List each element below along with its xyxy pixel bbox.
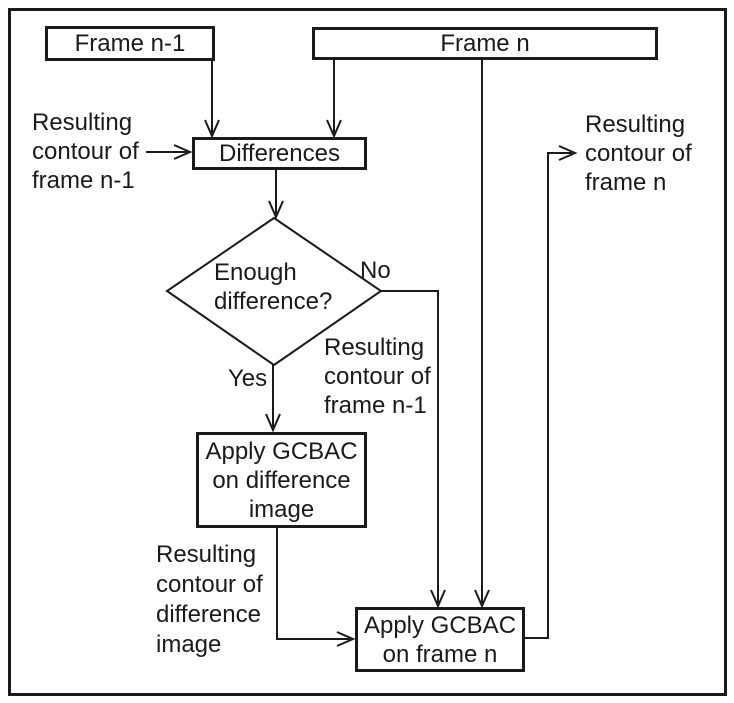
edge-diff-image-to-apply-frame bbox=[276, 528, 350, 640]
node-apply-gcbac-frame-label: Apply GCBAC on frame n bbox=[363, 611, 517, 668]
node-apply-gcbac-difference-label: Apply GCBAC on difference image bbox=[205, 437, 358, 523]
arrowhead-down-icon bbox=[265, 413, 281, 433]
node-frame-n: Frame n bbox=[312, 27, 658, 60]
node-differences: Differences bbox=[192, 137, 367, 170]
diagram-border bbox=[8, 8, 727, 696]
arrowhead-right-icon bbox=[336, 631, 356, 647]
node-apply-gcbac-difference: Apply GCBAC on difference image bbox=[196, 432, 367, 528]
decision-label: Enough difference? bbox=[214, 259, 333, 315]
label-resulting-contour-frame-n-1-no-branch: Resulting contour of frame n-1 bbox=[324, 334, 431, 419]
arrowhead-right-icon bbox=[173, 144, 193, 160]
arrowhead-down-icon bbox=[430, 589, 446, 609]
arrowhead-down-icon bbox=[474, 589, 490, 609]
label-resulting-contour-frame-n-output: Resulting contour of frame n bbox=[585, 111, 692, 196]
edge-apply-frame-to-contour-n bbox=[525, 152, 572, 639]
label-no: No bbox=[360, 257, 391, 284]
edge-no-branch bbox=[381, 290, 439, 603]
arrowhead-down-icon bbox=[326, 119, 342, 139]
arrowhead-down-icon bbox=[204, 119, 220, 139]
label-yes: Yes bbox=[228, 365, 268, 392]
label-resulting-contour-difference-image: Resulting contour of difference image bbox=[156, 541, 263, 658]
node-frame-n-1: Frame n-1 bbox=[45, 26, 215, 61]
label-resulting-contour-frame-n-1-input: Resulting contour of frame n-1 bbox=[32, 109, 139, 194]
arrowhead-down-icon bbox=[268, 200, 284, 220]
node-differences-label: Differences bbox=[219, 140, 340, 167]
node-apply-gcbac-frame: Apply GCBAC on frame n bbox=[355, 607, 525, 672]
node-frame-n-1-label: Frame n-1 bbox=[74, 30, 186, 57]
node-frame-n-label: Frame n bbox=[440, 30, 530, 57]
decision-diamond-shape bbox=[165, 216, 383, 367]
arrowhead-right-icon bbox=[558, 145, 578, 161]
